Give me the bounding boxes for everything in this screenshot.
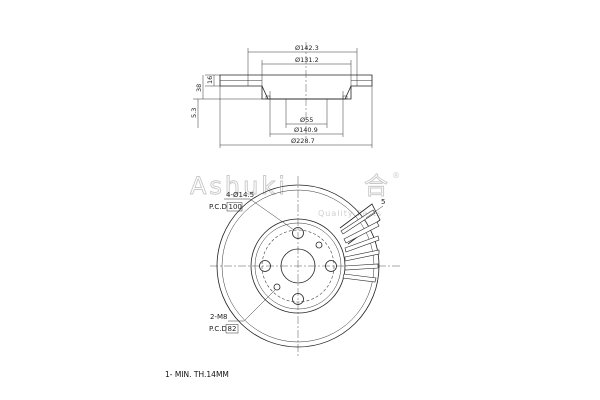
watermark-registered: ® [392, 171, 401, 180]
cooling-vent [342, 273, 377, 283]
hub-stud-left [265, 95, 271, 100]
watermark: Ashuki 合 ® Quality Parts [190, 171, 401, 218]
dim-diameter-131: Ø131.2 [295, 56, 319, 64]
cooling-vent [343, 221, 380, 244]
bolt-pcd-box [226, 202, 243, 212]
bolt-hole-top [292, 227, 304, 239]
dim-height-16: 16 [206, 76, 214, 84]
cooling-vents [340, 209, 380, 283]
disc-section-outline [219, 74, 373, 100]
thread-pcd-prefix: P.C.D [209, 325, 227, 333]
bolt-hole-left [259, 260, 271, 272]
leader-vent-callout [365, 205, 384, 219]
bolt-pcd-value: 100 [229, 203, 242, 211]
vent-callout-number: 5 [381, 198, 385, 206]
cooling-vent [344, 263, 379, 271]
thread-hole-top-right [315, 241, 323, 249]
cooling-vent [340, 209, 376, 235]
side-view: Ø142.3 Ø131.2 Ø55 Ø140.9 Ø228.7 16 38 5.… [190, 42, 373, 148]
thread-pcd-value: 82 [228, 325, 237, 333]
leader-thread-holes [243, 289, 276, 322]
dim-diameter-142: Ø142.3 [295, 44, 319, 52]
hub-cap-outline [261, 85, 352, 100]
dim-diameter-55: Ø55 [300, 116, 313, 124]
hub-stud-right [342, 95, 348, 100]
leader-bolt-holes [249, 198, 295, 231]
bolt-hole-bottom [292, 293, 304, 305]
front-view: 4-Ø14.5 P.C.D 100 2-M8 P.C.D 82 5 [209, 176, 402, 356]
centre-bore [280, 248, 316, 284]
dim-diameter-140: Ø140.9 [294, 126, 318, 134]
thread-hole-bottom-left [273, 283, 281, 291]
cooling-vent [344, 249, 380, 262]
disc-outer-rim [216, 184, 380, 348]
watermark-brand: Ashuki [190, 172, 288, 200]
thread-holes-label: 2-M8 [210, 313, 227, 321]
cooling-vent [344, 235, 380, 253]
dim-height-5-3: 5.3 [190, 108, 198, 118]
thread-pcd-box [225, 324, 239, 334]
disc-hub-step [254, 222, 342, 310]
dim-height-38: 38 [195, 84, 203, 92]
hub-pcd-circle [261, 229, 335, 303]
bolt-holes-label: 4-Ø14.5 [226, 191, 254, 199]
bolt-pcd-prefix: P.C.D [209, 203, 227, 211]
bolt-hole-right [325, 260, 337, 272]
watermark-glyph: 合 [364, 172, 391, 200]
footnote-min-thickness: 1- MIN. TH.14MM [165, 370, 229, 379]
dim-diameter-228: Ø228.7 [291, 137, 315, 145]
watermark-tagline: Quality Parts [318, 209, 382, 218]
